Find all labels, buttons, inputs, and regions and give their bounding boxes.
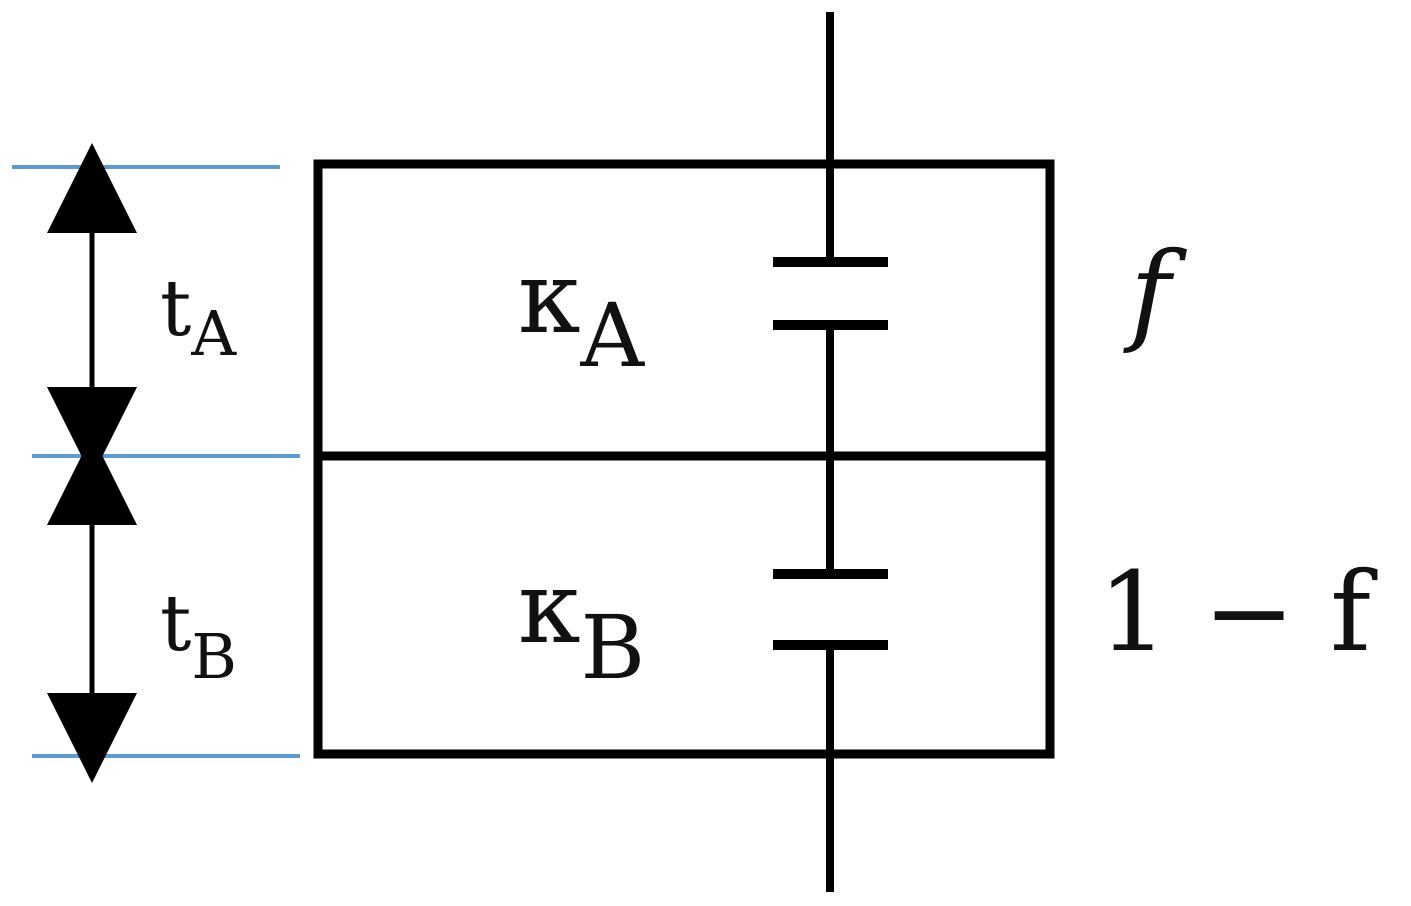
fraction-label-a: f (1123, 228, 1187, 356)
thickness-sub-b: B (191, 620, 237, 693)
thickness-main-a: t (160, 264, 191, 354)
dielectric-label-b: κB (518, 549, 645, 699)
capacitor-icon (773, 165, 888, 456)
thickness-label-a: tA (160, 264, 237, 370)
dielectric-main-b: κ (518, 549, 581, 666)
thickness-label-b: tB (160, 579, 237, 693)
layer-a-box (313, 159, 1055, 461)
layer-b-box (313, 451, 1055, 759)
dielectric-sub-a: A (580, 284, 646, 387)
dielectric-main-a: κ (518, 239, 581, 356)
dielectric-sub-b: B (581, 596, 646, 699)
dielectric-label-a: κA (518, 239, 646, 387)
thickness-main-b: t (160, 579, 191, 669)
fraction-label-b: 1 − f (1098, 548, 1378, 676)
capacitor-icon (773, 456, 888, 752)
thickness-sub-a: A (190, 297, 237, 370)
